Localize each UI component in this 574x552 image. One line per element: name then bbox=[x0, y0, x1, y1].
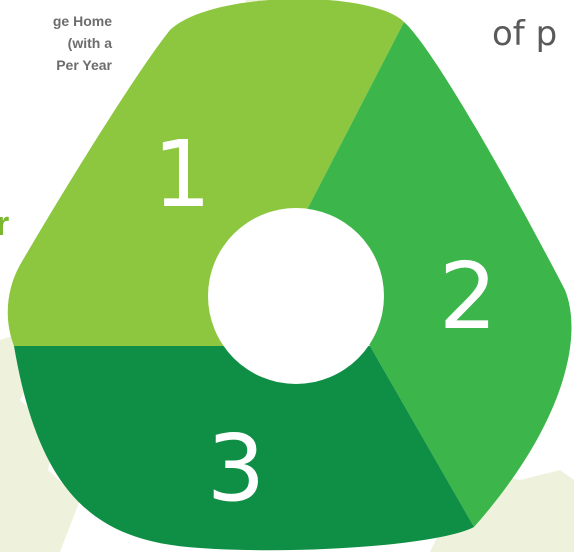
side-caption-line-3: Per Year bbox=[56, 57, 112, 73]
side-caption-line-2: (with a bbox=[67, 35, 112, 51]
segment-3-number: 3 bbox=[207, 415, 266, 522]
cycle-center-hole bbox=[208, 208, 384, 384]
headline-fragment: of p bbox=[492, 14, 558, 54]
cycle-segment-1 bbox=[7, 0, 404, 346]
cycle-segment-3 bbox=[14, 346, 474, 551]
segment-2-number: 2 bbox=[439, 243, 498, 350]
green-heading-fragment: r bbox=[0, 205, 10, 243]
segment-1-number: 1 bbox=[153, 121, 212, 228]
cycle-segment-2 bbox=[295, 22, 572, 527]
side-caption-line-1: ge Home bbox=[52, 13, 112, 29]
side-caption: ge Home (with a Per Year bbox=[0, 10, 112, 76]
